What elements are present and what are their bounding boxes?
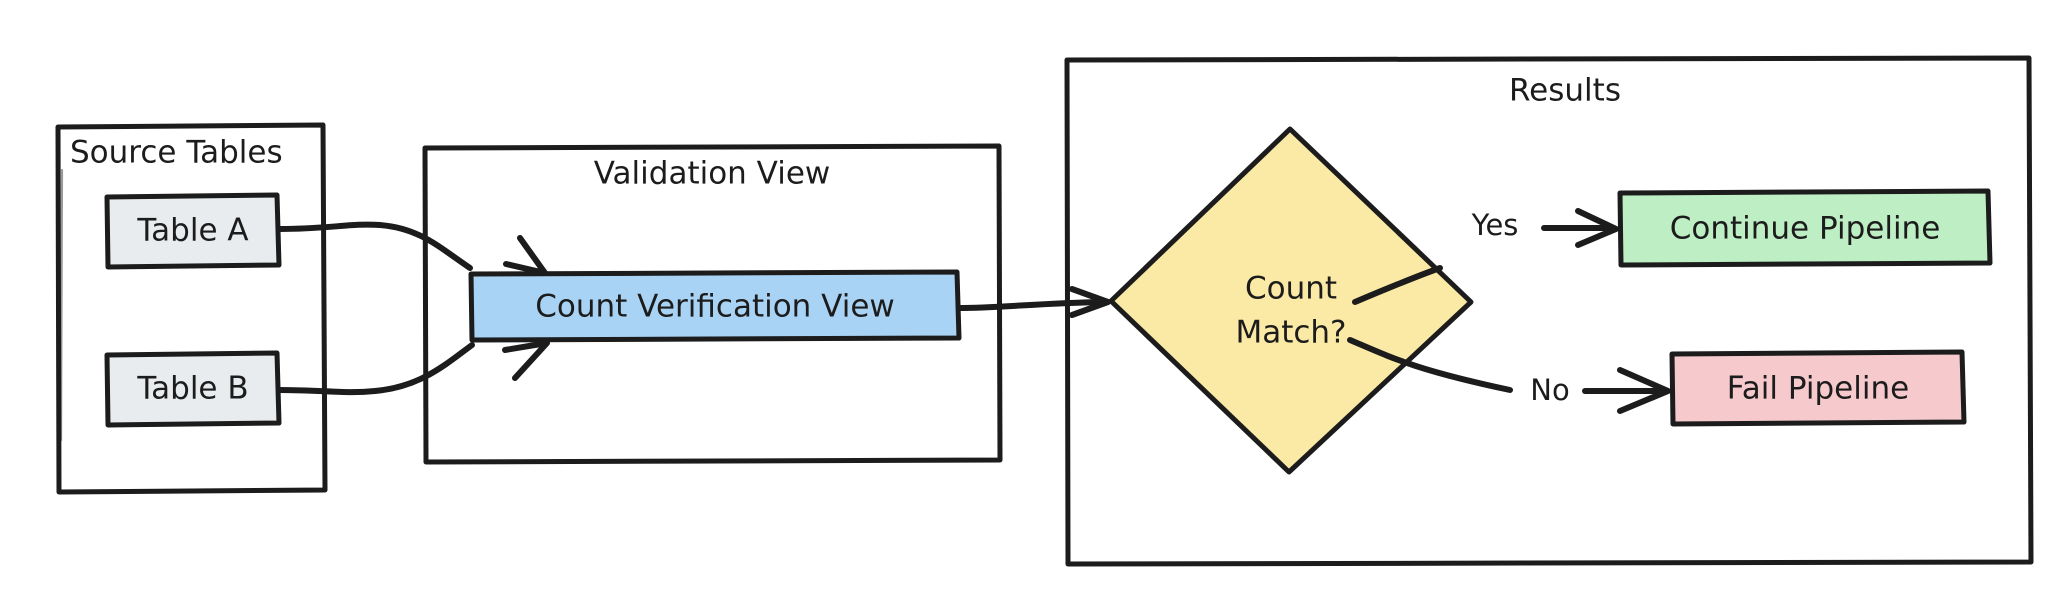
edge-b-arrowhead: [502, 340, 550, 381]
group-source-tables[interactable]: Source Tables: [55, 122, 328, 495]
source-tables-container[interactable]: [55, 122, 328, 495]
node-table-b[interactable]: Table B: [104, 350, 282, 428]
table-b-label: Table B: [136, 371, 248, 407]
count-verification-view-label: Count Verification View: [535, 289, 895, 325]
source-tables-sketch-line: [59, 168, 64, 442]
edge-cvv-path: [956, 299, 1108, 311]
edge-table-b-to-count-verification-view: [276, 340, 550, 396]
table-a-box[interactable]: [104, 192, 282, 270]
table-b-box[interactable]: [104, 350, 282, 428]
fail-pipeline-label: Fail Pipeline: [1727, 371, 1909, 407]
edge-no-path: [1347, 337, 1513, 393]
edge-yes-label: Yes: [1471, 208, 1519, 242]
results-title: Results: [1509, 73, 1621, 109]
count-match-label-line1: Count: [1245, 271, 1337, 307]
edge-a-arrowhead: [503, 235, 548, 276]
node-count-match[interactable]: Count Match?: [1108, 126, 1474, 475]
edge-count-match-no: No: [1347, 337, 1671, 414]
edge-yes-arrowhead: [1575, 208, 1619, 248]
count-verification-view-box[interactable]: [468, 269, 962, 343]
edge-count-match-yes: Yes: [1352, 208, 1619, 305]
node-count-verification-view[interactable]: Count Verification View: [468, 269, 962, 343]
count-match-diamond[interactable]: [1108, 126, 1474, 475]
source-tables-title: Source Tables: [70, 135, 283, 171]
continue-pipeline-label: Continue Pipeline: [1670, 211, 1941, 247]
count-match-label-line2: Match?: [1235, 315, 1346, 351]
fail-pipeline-box[interactable]: [1669, 349, 1967, 427]
edge-count-verification-view-to-count-match: [956, 286, 1111, 318]
node-continue-pipeline[interactable]: Continue Pipeline: [1617, 188, 1993, 268]
edge-a-path: [276, 221, 473, 271]
validation-view-title: Validation View: [594, 156, 831, 192]
edge-cvv-arrowhead: [1069, 286, 1111, 318]
node-table-a[interactable]: Table A: [104, 192, 282, 270]
edge-b-path: [276, 342, 475, 396]
node-fail-pipeline[interactable]: Fail Pipeline: [1669, 349, 1967, 427]
edge-no-label: No: [1530, 373, 1569, 407]
continue-pipeline-box[interactable]: [1617, 188, 1993, 268]
edge-no-arrowhead: [1617, 367, 1671, 414]
edge-table-a-to-count-verification-view: [276, 221, 548, 276]
table-a-label: Table A: [136, 213, 248, 249]
edge-yes-path: [1352, 265, 1443, 305]
